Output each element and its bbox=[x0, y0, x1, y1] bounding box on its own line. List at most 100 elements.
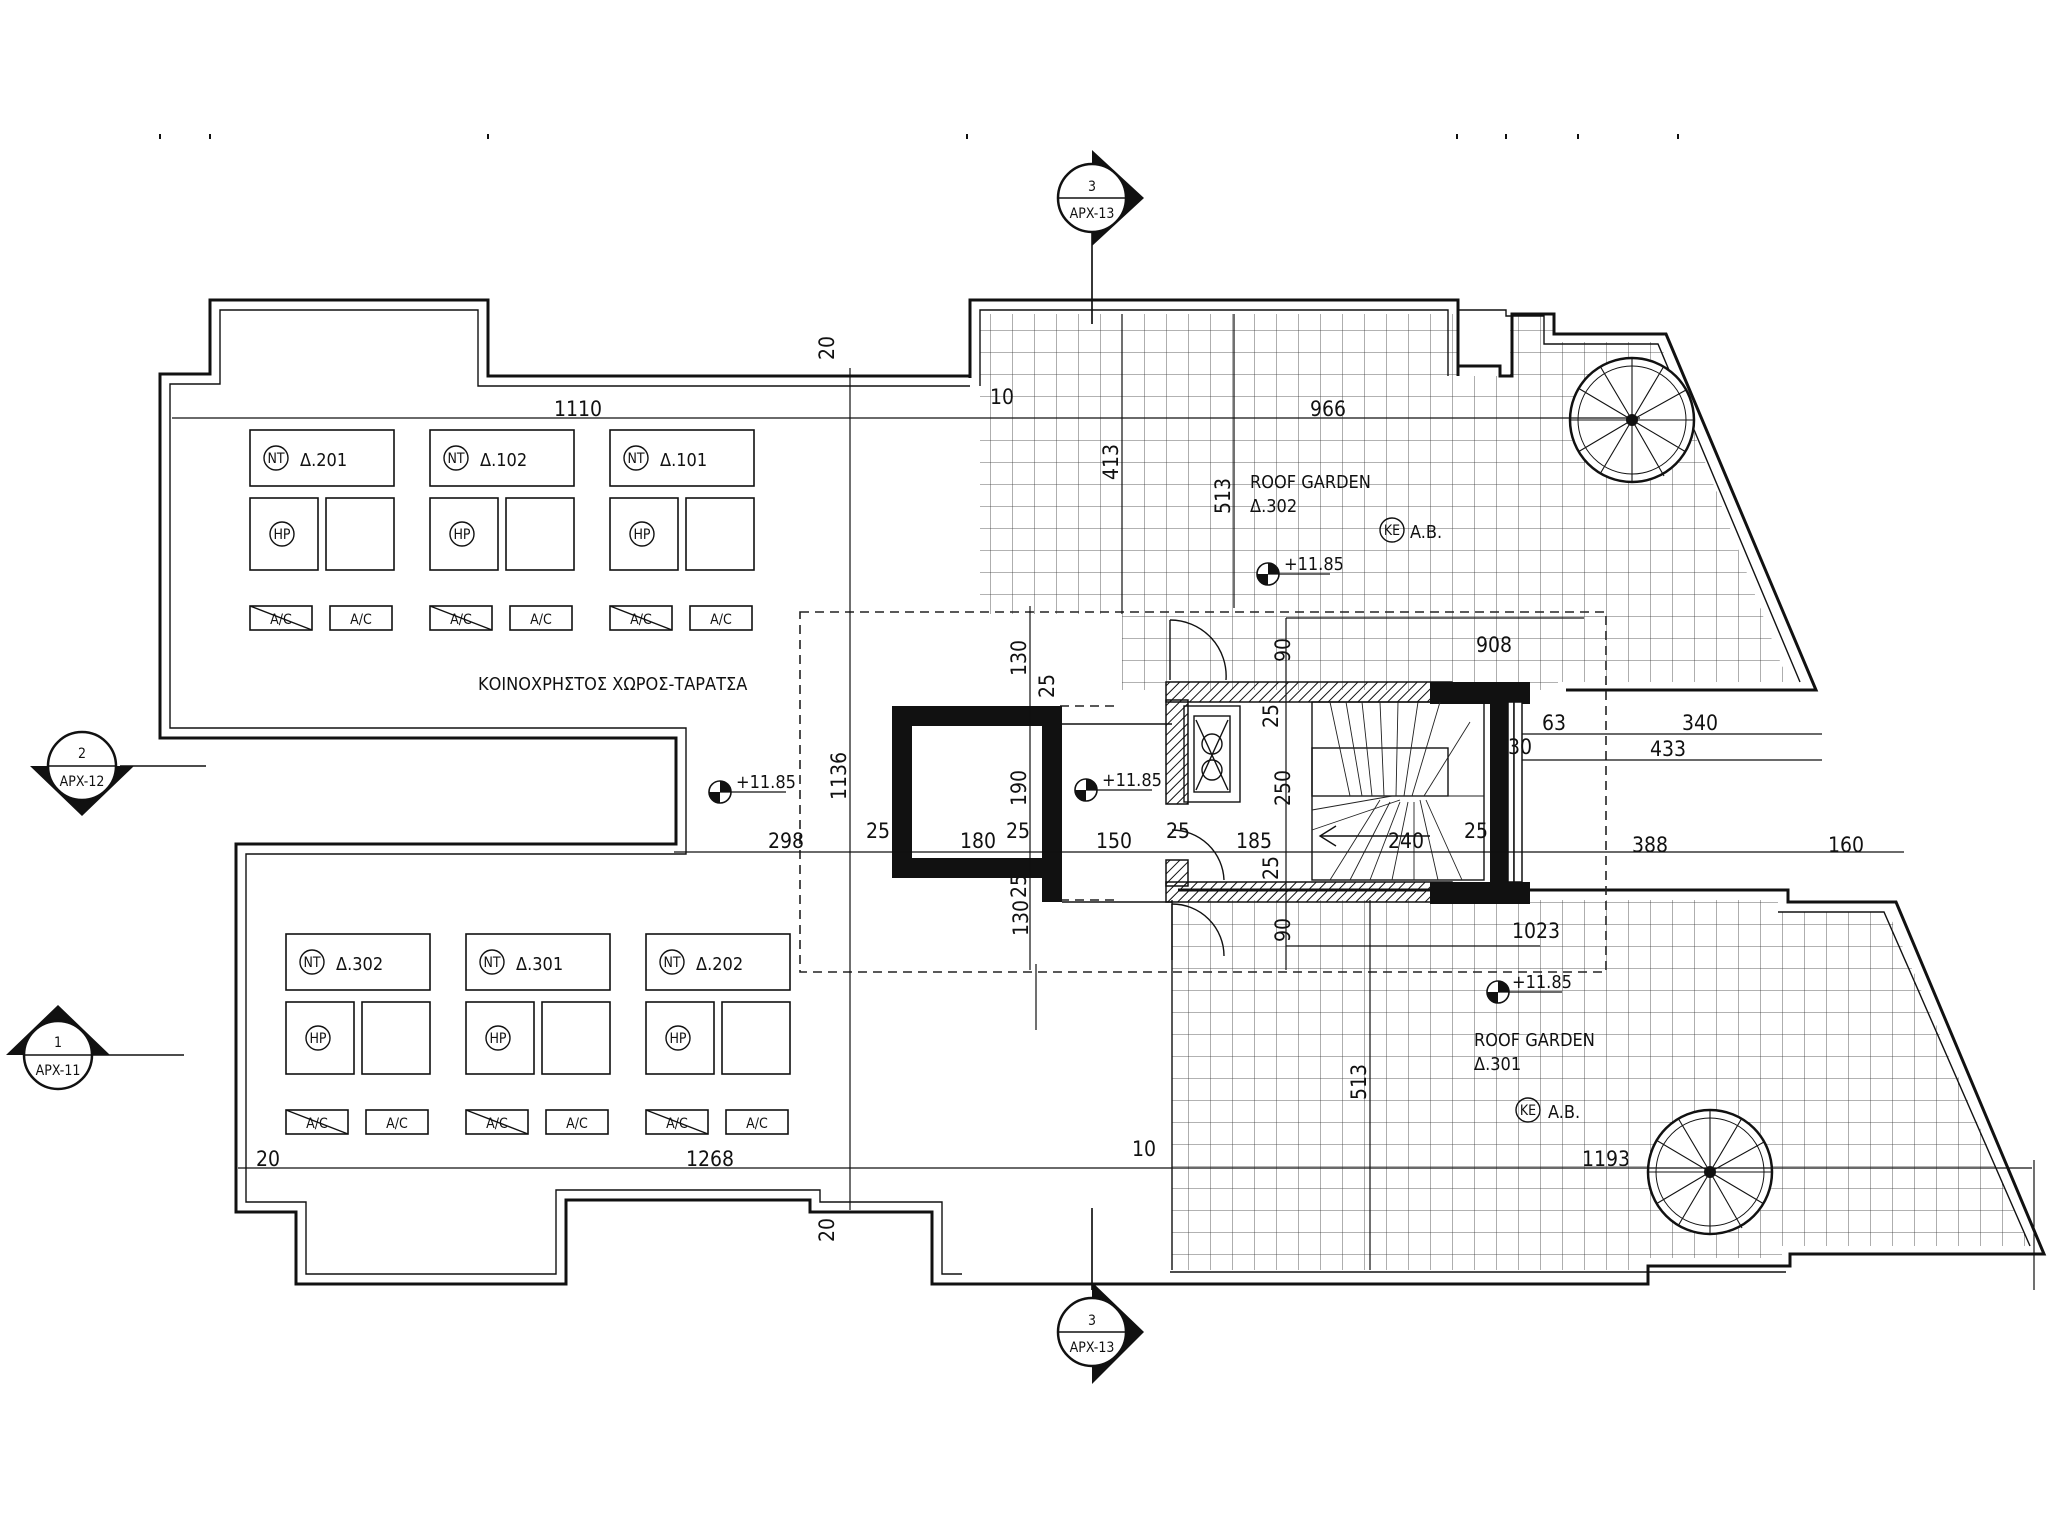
svg-text:20: 20 bbox=[256, 1147, 280, 1171]
svg-text:+11.85: +11.85 bbox=[1102, 770, 1162, 791]
svg-text:NT: NT bbox=[483, 955, 500, 971]
svg-text:25: 25 bbox=[1006, 819, 1030, 843]
spiral-stair-top bbox=[1568, 356, 1696, 484]
svg-text:10: 10 bbox=[1132, 1137, 1156, 1161]
svg-text:Δ.302: Δ.302 bbox=[1250, 496, 1297, 517]
wc-fixture bbox=[1183, 705, 1241, 803]
svg-text:HP: HP bbox=[453, 527, 470, 543]
roof-garden-top-label: ROOF GARDEN Δ.302 KE A.B. bbox=[1250, 472, 1442, 543]
svg-text:250: 250 bbox=[1271, 770, 1295, 806]
svg-text:A/C: A/C bbox=[306, 1116, 328, 1132]
svg-text:2: 2 bbox=[78, 746, 86, 762]
svg-text:Δ.102: Δ.102 bbox=[480, 450, 527, 471]
svg-text:A/C: A/C bbox=[746, 1116, 768, 1132]
svg-text:KE: KE bbox=[1520, 1103, 1536, 1119]
elevator-shaft bbox=[892, 706, 1172, 903]
svg-text:20: 20 bbox=[815, 336, 839, 360]
roof-garden-bottom-floor bbox=[1172, 900, 2030, 1270]
svg-text:A/C: A/C bbox=[630, 612, 652, 628]
svg-text:HP: HP bbox=[669, 1031, 686, 1047]
level-marker-3: +11.85 bbox=[1074, 770, 1162, 802]
svg-text:A/C: A/C bbox=[386, 1116, 408, 1132]
svg-text:A/C: A/C bbox=[710, 612, 732, 628]
svg-text:908: 908 bbox=[1476, 633, 1512, 657]
svg-text:25: 25 bbox=[1259, 856, 1283, 880]
svg-text:A/C: A/C bbox=[530, 612, 552, 628]
svg-text:3: 3 bbox=[1088, 179, 1096, 195]
svg-text:513: 513 bbox=[1211, 478, 1235, 514]
svg-text:1: 1 bbox=[54, 1035, 62, 1051]
svg-text:130: 130 bbox=[1009, 900, 1033, 936]
svg-text:ROOF GARDEN: ROOF GARDEN bbox=[1474, 1030, 1595, 1051]
svg-text:298: 298 bbox=[768, 829, 804, 853]
svg-text:NT: NT bbox=[447, 451, 464, 467]
svg-text:APX-11: APX-11 bbox=[36, 1063, 81, 1079]
svg-text:340: 340 bbox=[1682, 711, 1718, 735]
svg-text:+11.85: +11.85 bbox=[1512, 972, 1572, 993]
svg-text:Δ.302: Δ.302 bbox=[336, 954, 383, 975]
svg-text:1136: 1136 bbox=[827, 752, 851, 800]
svg-text:KE: KE bbox=[1384, 523, 1400, 539]
svg-text:NT: NT bbox=[627, 451, 644, 467]
svg-text:HP: HP bbox=[309, 1031, 326, 1047]
svg-text:1110: 1110 bbox=[554, 397, 602, 421]
svg-text:A/C: A/C bbox=[486, 1116, 508, 1132]
svg-text:APX-13: APX-13 bbox=[1070, 1340, 1115, 1356]
svg-text:A/C: A/C bbox=[270, 612, 292, 628]
svg-text:Δ.202: Δ.202 bbox=[696, 954, 743, 975]
svg-text:25: 25 bbox=[1259, 704, 1283, 728]
section-marker-left-1: 1 APX-11 bbox=[6, 1005, 110, 1091]
svg-text:150: 150 bbox=[1096, 829, 1132, 853]
svg-text:APX-13: APX-13 bbox=[1070, 206, 1115, 222]
svg-text:Δ.101: Δ.101 bbox=[660, 450, 707, 471]
equipment-group-d302: NT Δ.302 HP A/C A/C bbox=[285, 933, 431, 1135]
svg-text:25: 25 bbox=[1464, 819, 1488, 843]
svg-text:160: 160 bbox=[1828, 833, 1864, 857]
svg-text:ROOF GARDEN: ROOF GARDEN bbox=[1250, 472, 1371, 493]
svg-text:185: 185 bbox=[1236, 829, 1272, 853]
equipment-group-d201: NT Δ.201 HP A/C A/C bbox=[249, 429, 395, 631]
level-marker-1: +11.85 bbox=[1256, 554, 1344, 586]
svg-text:433: 433 bbox=[1650, 737, 1686, 761]
equipment-group-d301: NT Δ.301 HP A/C A/C bbox=[465, 933, 611, 1135]
svg-text:Δ.201: Δ.201 bbox=[300, 450, 347, 471]
svg-text:388: 388 bbox=[1632, 833, 1668, 857]
svg-text:A/C: A/C bbox=[450, 612, 472, 628]
dashed-outline bbox=[799, 611, 1607, 973]
svg-text:1023: 1023 bbox=[1512, 919, 1560, 943]
svg-text:413: 413 bbox=[1099, 444, 1123, 480]
svg-text:180: 180 bbox=[960, 829, 996, 853]
svg-text:A/C: A/C bbox=[350, 612, 372, 628]
section-marker-top: 3 APX-13 bbox=[1056, 150, 1144, 246]
door-swings bbox=[1169, 619, 1227, 960]
roof-garden-bottom-label: ROOF GARDEN Δ.301 KE A.B. bbox=[1474, 1030, 1595, 1123]
stair-core bbox=[1165, 681, 1530, 904]
svg-text:513: 513 bbox=[1347, 1064, 1371, 1100]
section-marker-bottom: 3 APX-13 bbox=[1056, 1282, 1144, 1384]
common-area-label: ΚΟΙΝΟΧΡΗΣΤΟΣ ΧΩΡΟΣ-ΤΑΡΑΤΣΑ bbox=[478, 674, 747, 695]
left-block-walls bbox=[158, 298, 1460, 1286]
svg-text:240: 240 bbox=[1388, 829, 1424, 853]
equipment-group-d202: NT Δ.202 HP A/C A/C bbox=[645, 933, 791, 1135]
svg-text:966: 966 bbox=[1310, 397, 1346, 421]
svg-text:+11.85: +11.85 bbox=[1284, 554, 1344, 575]
svg-text:HP: HP bbox=[273, 527, 290, 543]
svg-text:1268: 1268 bbox=[686, 1147, 734, 1171]
dimension-labels: 20 1110 10 966 413 513 908 130 25 90 25 … bbox=[256, 336, 1864, 1242]
svg-text:90: 90 bbox=[1271, 918, 1295, 942]
right-block-walls bbox=[974, 300, 2047, 1286]
svg-text:HP: HP bbox=[489, 1031, 506, 1047]
level-marker-4: +11.85 bbox=[1486, 972, 1572, 1004]
svg-text:20: 20 bbox=[815, 1218, 839, 1242]
svg-text:25: 25 bbox=[1007, 874, 1031, 898]
dimension-lines bbox=[172, 250, 2035, 1290]
svg-text:Δ.301: Δ.301 bbox=[1474, 1054, 1521, 1075]
section-marker-left-2: 2 APX-12 bbox=[30, 730, 134, 816]
svg-text:A/C: A/C bbox=[566, 1116, 588, 1132]
svg-text:NT: NT bbox=[303, 955, 320, 971]
svg-text:HP: HP bbox=[633, 527, 650, 543]
svg-text:NT: NT bbox=[663, 955, 680, 971]
top-ticks bbox=[159, 134, 1679, 139]
equipment-group-d102: NT Δ.102 HP A/C A/C bbox=[429, 429, 575, 631]
svg-text:25: 25 bbox=[1166, 819, 1190, 843]
